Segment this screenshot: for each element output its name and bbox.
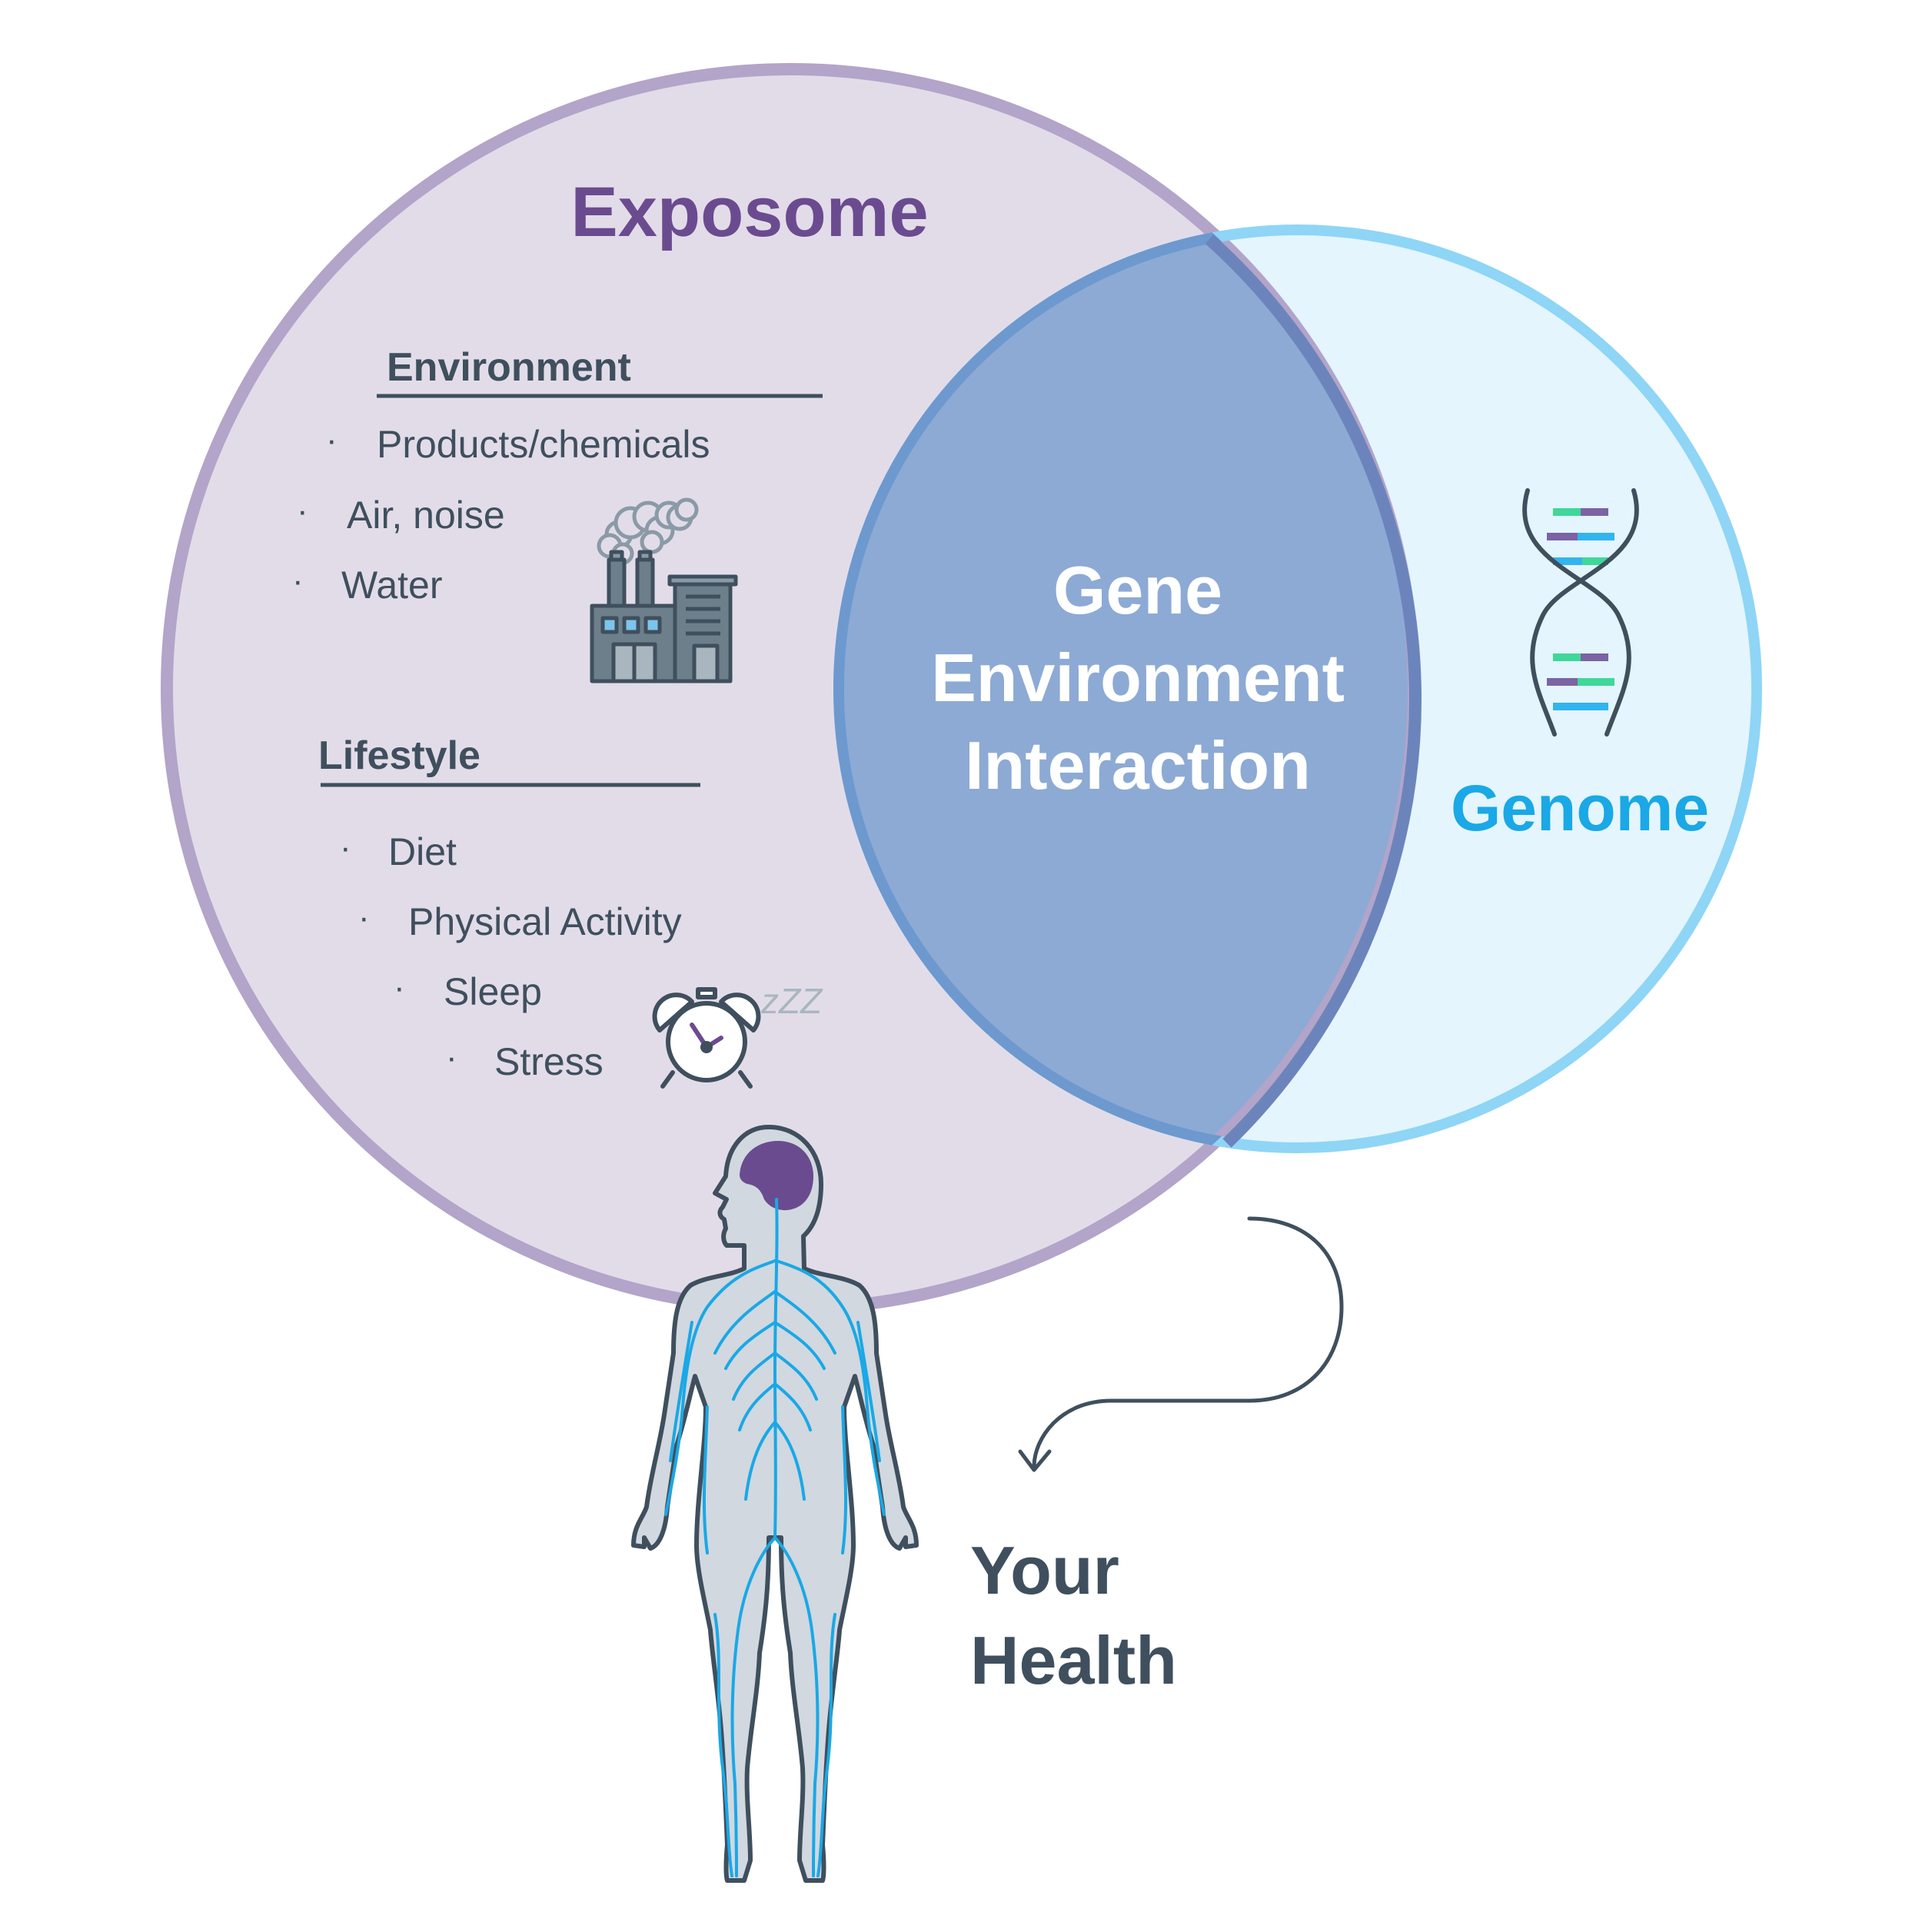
lifestyle-heading: Lifestyle bbox=[318, 733, 480, 778]
outcome-line-2: Health bbox=[970, 1622, 1177, 1698]
environment-item: Air, noise bbox=[347, 494, 505, 537]
exposome-title: Exposome bbox=[570, 173, 928, 251]
environment-item: Water bbox=[341, 564, 443, 607]
bullet: · bbox=[394, 969, 405, 1006]
bullet: · bbox=[297, 492, 308, 530]
environment-item: Products/chemicals bbox=[377, 423, 710, 466]
environment-heading: Environment bbox=[387, 345, 631, 390]
lifestyle-item: Sleep bbox=[444, 970, 542, 1013]
bullet: · bbox=[340, 829, 351, 866]
bullet: · bbox=[326, 421, 338, 459]
lifestyle-item: Physical Activity bbox=[408, 900, 682, 943]
lifestyle-item: Diet bbox=[388, 830, 457, 873]
sleep-zzz-glyph: zZZ bbox=[760, 981, 823, 1021]
bullet: · bbox=[292, 562, 304, 600]
curved-arrow-icon bbox=[1020, 1219, 1342, 1470]
interaction-line-3: Interaction bbox=[965, 727, 1311, 803]
bullet: · bbox=[446, 1039, 457, 1076]
genome-title: Genome bbox=[1451, 772, 1709, 844]
outcome-line-1: Your bbox=[970, 1532, 1119, 1608]
lifestyle-item: Stress bbox=[494, 1040, 604, 1083]
bullet: · bbox=[358, 899, 370, 936]
interaction-line-2: Environment bbox=[931, 640, 1345, 716]
interaction-line-1: Gene bbox=[1053, 552, 1222, 628]
